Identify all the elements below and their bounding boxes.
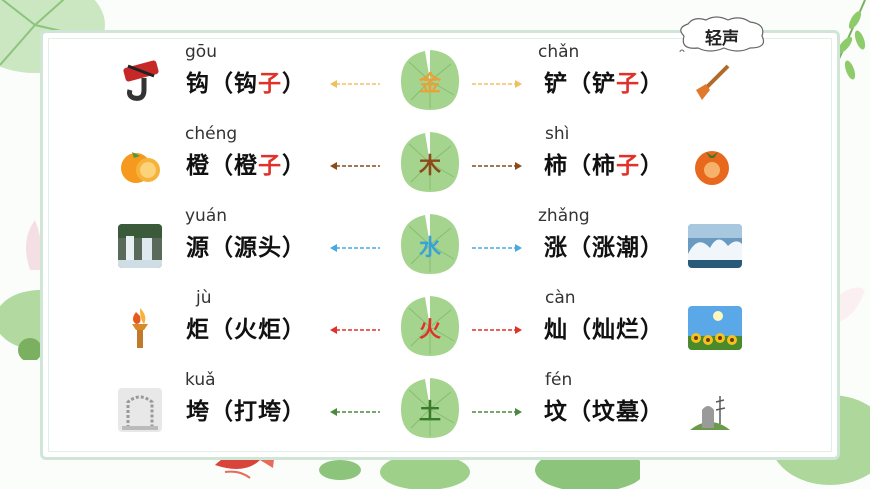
content-frame-inner: [48, 38, 832, 452]
arrow-right-icon: [472, 244, 522, 252]
wave-icon: [688, 224, 742, 268]
word-right: 柿（柿子）: [544, 152, 664, 179]
word-right: 坟（坟墓）: [544, 398, 664, 425]
hook-icon: [120, 60, 164, 104]
qingsheng-label: 轻声: [705, 29, 739, 49]
word-right: 涨（涨潮）: [544, 234, 664, 261]
pinyin-left: gōu: [185, 42, 217, 62]
lotus-leaf-icon: [401, 296, 459, 356]
grave-icon: [688, 388, 732, 432]
word-row: chéng 橙（橙子） 木 shì 柿（柿子）: [0, 124, 870, 204]
pinyin-right: chǎn: [538, 42, 580, 62]
persimmon-icon: [690, 142, 734, 186]
torch-icon: [118, 306, 162, 350]
element-label: 木: [418, 153, 441, 179]
pinyin-right: zhǎng: [538, 206, 590, 226]
word-right: 灿（灿烂）: [544, 316, 664, 343]
arrow-left-icon: [330, 80, 380, 88]
word-right: 铲（铲子）: [544, 70, 664, 97]
element-label: 火: [418, 317, 441, 343]
arrow-left-icon: [330, 162, 380, 170]
lotus-leaf-icon: [401, 214, 459, 274]
word-row: yuán 源（源头） 水 zhǎng 涨（涨潮）: [0, 206, 870, 286]
lotus-leaf-icon: [401, 50, 459, 110]
arrow-right-icon: [472, 408, 522, 416]
speech-bubble: [679, 16, 765, 52]
arrow-left-icon: [330, 408, 380, 416]
element-label: 金: [418, 71, 441, 97]
word-row: jù 炬（火炬） 火 càn 灿（灿烂）: [0, 288, 870, 368]
arrow-right-icon: [472, 326, 522, 334]
pinyin-left: jù: [196, 288, 212, 308]
pinyin-right: fén: [545, 370, 573, 390]
element-label: 水: [418, 235, 441, 261]
word-left: 源（源头）: [186, 234, 306, 261]
lotus-leaf-icon: [401, 132, 459, 192]
sunflower-icon: [688, 306, 742, 350]
waterfall-icon: [118, 224, 162, 268]
arrow-right-icon: [472, 162, 522, 170]
word-left: 炬（火炬）: [186, 316, 306, 343]
word-left: 橙（橙子）: [186, 152, 306, 179]
shovel-icon: [690, 60, 734, 104]
word-left: 垮（打垮）: [186, 398, 306, 425]
collapse-icon: [118, 388, 162, 432]
pinyin-left: yuán: [185, 206, 228, 226]
small-leaf-bottom-decoration: [319, 460, 361, 480]
word-row: gōu 钩（钩子） 金 chǎn 铲（铲子）: [0, 42, 870, 122]
pinyin-left: chéng: [185, 124, 238, 144]
arrow-left-icon: [330, 244, 380, 252]
arrow-left-icon: [330, 326, 380, 334]
word-row: kuǎ 垮（打垮） 土 fén 坟（坟墓）: [0, 370, 870, 450]
pinyin-right: shì: [545, 124, 570, 144]
word-left: 钩（钩子）: [186, 70, 306, 97]
lotus-leaf-icon: [401, 378, 459, 438]
pinyin-left: kuǎ: [185, 370, 216, 390]
pinyin-right: càn: [545, 288, 576, 308]
orange-icon: [118, 142, 162, 186]
arrow-right-icon: [472, 80, 522, 88]
element-label: 土: [418, 399, 441, 425]
